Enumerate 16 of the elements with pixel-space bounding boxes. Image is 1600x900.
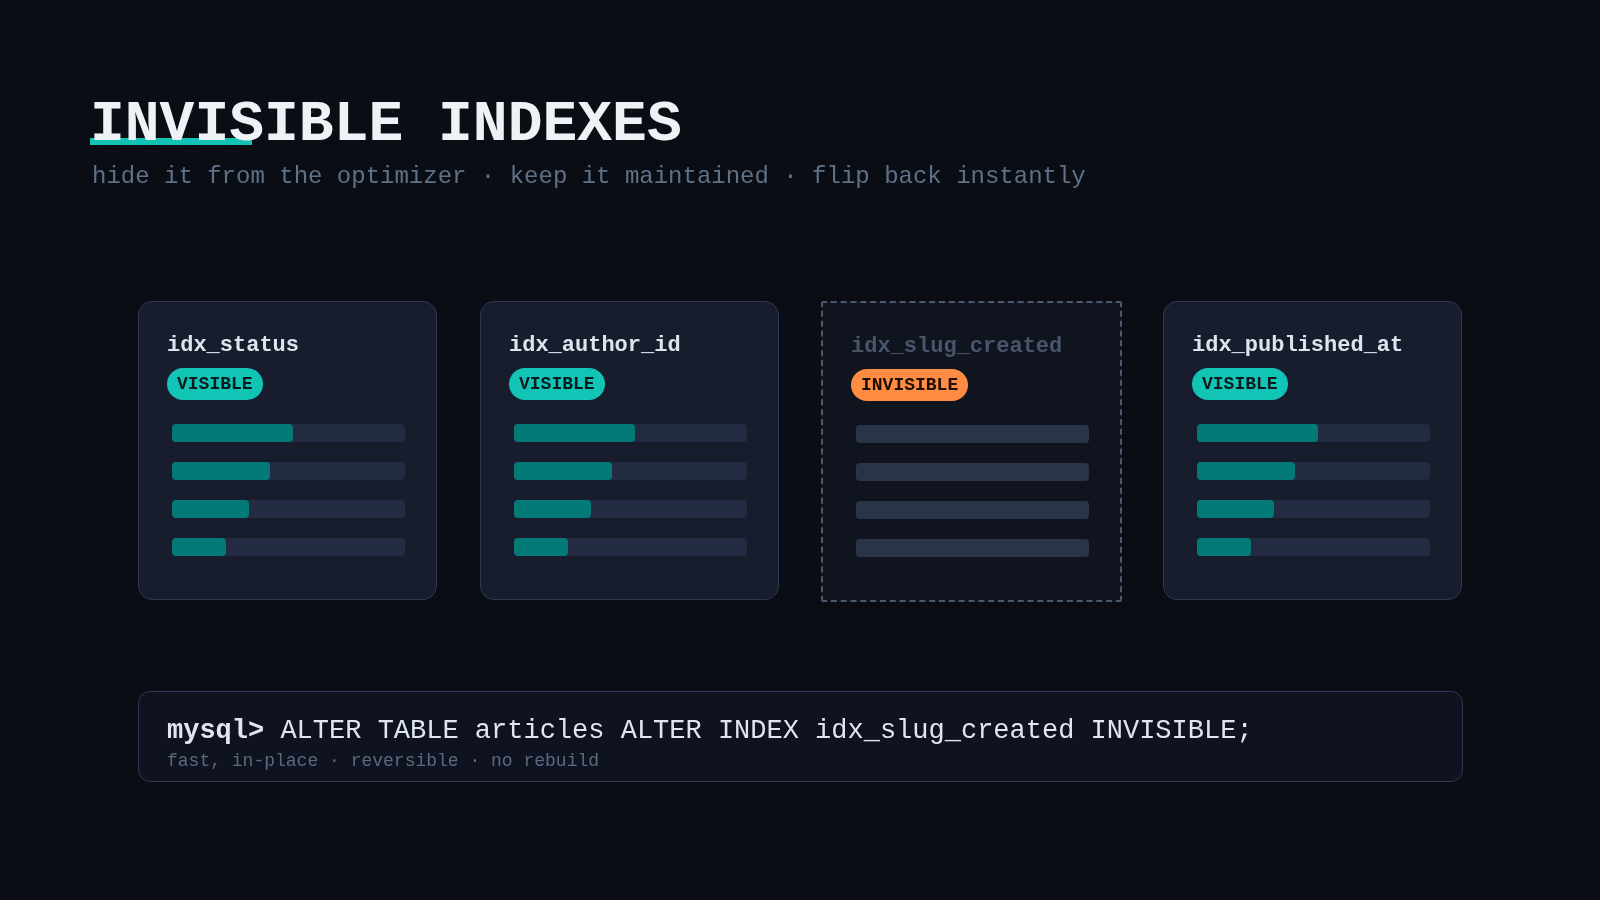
- status-tag: VISIBLE: [1192, 368, 1288, 400]
- command-panel: [138, 691, 1463, 782]
- index-card: [138, 301, 437, 600]
- index-card: [480, 301, 779, 600]
- status-tag: VISIBLE: [167, 368, 263, 400]
- index-card: [821, 301, 1122, 602]
- index-name: idx_published_at: [1192, 333, 1404, 359]
- index-name: idx_status: [167, 333, 300, 359]
- status-tag: VISIBLE: [509, 368, 605, 400]
- subtitle: hide it from the optimizer · keep it maintained · flip back instantly: [92, 163, 1086, 191]
- index-name: idx_slug_created: [851, 334, 1063, 360]
- index-card: [1163, 301, 1462, 600]
- index-name: idx_author_id: [509, 333, 681, 359]
- sql-command: mysql> ALTER TABLE articles ALTER INDEX idx_slug_created INVISIBLE;: [167, 715, 1253, 748]
- status-tag: INVISIBLE: [851, 369, 969, 401]
- command-note: fast, in-place · reversible · no rebuild: [167, 750, 600, 772]
